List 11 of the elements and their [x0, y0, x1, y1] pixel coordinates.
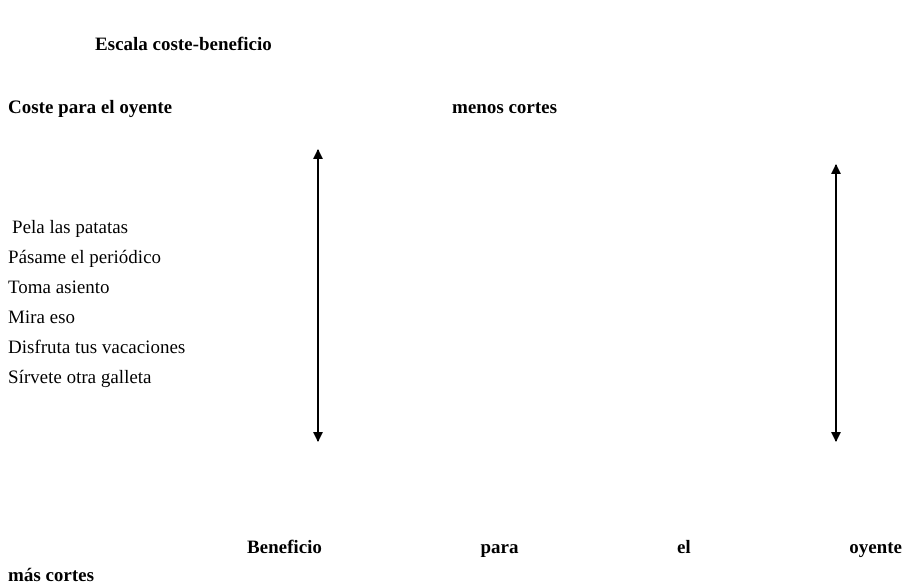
- list-item: Sírvete otra galleta: [8, 367, 152, 389]
- axis-label: Coste para el oyente: [8, 97, 172, 119]
- list-item: Disfruta tus vacaciones: [8, 337, 186, 359]
- list-item: Toma asiento: [8, 277, 110, 299]
- axis-label: más cortes: [8, 565, 94, 586]
- axis-label: menos cortes: [452, 97, 557, 119]
- list-item: Mira eso: [8, 307, 76, 329]
- title: Escala coste-beneficio: [95, 34, 272, 56]
- axis-label: Beneficio para el oyente: [247, 537, 902, 559]
- list-item: Pela las patatas: [12, 217, 128, 239]
- list-item: Pásame el periódico: [8, 247, 162, 269]
